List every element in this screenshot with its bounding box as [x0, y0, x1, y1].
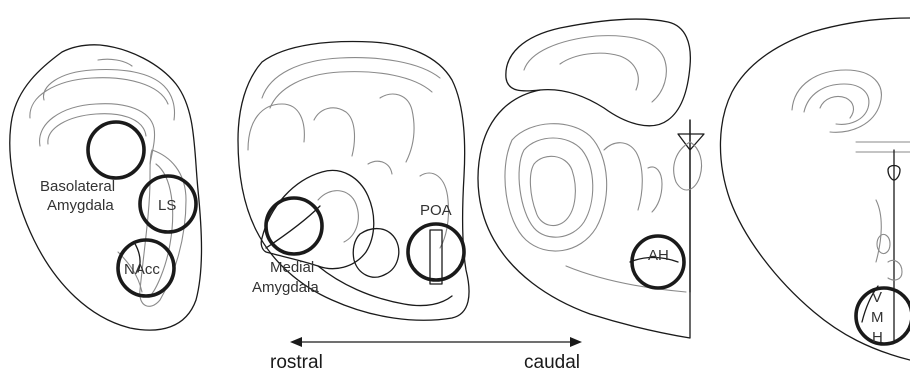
section-3-cerebellum-outline	[506, 19, 691, 126]
section-2-fold-3	[380, 94, 414, 162]
region-markers	[88, 122, 910, 344]
section-3-strip-2	[648, 167, 662, 212]
section-3-ring-inner	[530, 156, 575, 225]
section-1-cortex-line	[43, 70, 174, 120]
medial-amygdala-circle	[266, 198, 322, 254]
ls-label: LS	[158, 197, 176, 214]
medial-amygdala-diagonal	[266, 206, 320, 248]
axis-arrowhead-left	[290, 337, 302, 347]
medial-amygdala-label-line-1: Medial	[270, 259, 314, 276]
section-2-cortex-line-2	[270, 72, 432, 108]
poa-circle	[408, 224, 464, 280]
rostral-caudal-axis: rostral caudal	[270, 337, 582, 373]
section-2-fold	[248, 104, 304, 150]
basolateral-label-line-1: Basolateral	[40, 178, 115, 195]
basolateral-amygdala-circle	[88, 122, 144, 178]
vmh-label-v: V	[872, 289, 882, 306]
section-2-lower-curve	[318, 266, 452, 306]
poa-label: POA	[420, 202, 452, 219]
section-2-amygdala-complex	[261, 170, 374, 268]
section-4-hippocampus-outer	[792, 70, 881, 132]
section-4-hippocampus-middle	[804, 84, 869, 124]
medial-amygdala-label-line-2: Amygdala	[252, 279, 319, 296]
poa-bar	[430, 230, 442, 284]
section-4-hippocampus-inner	[820, 96, 853, 118]
ah-label: AH	[648, 247, 669, 264]
vmh-label-m: M	[871, 309, 884, 326]
section-4-lower-oval	[888, 260, 902, 280]
section-3	[478, 19, 704, 338]
section-3-ventral-curve	[566, 266, 686, 292]
section-3-third-ventricle	[674, 142, 702, 190]
axis-arrowhead-right	[570, 337, 582, 347]
basolateral-label-line-2: Amygdala	[47, 197, 114, 214]
vmh-label-h: H	[872, 329, 883, 346]
section-4-small-oval	[877, 234, 890, 253]
section-3-cerebellum-inner-2	[560, 53, 638, 90]
rostral-label: rostral	[270, 352, 323, 373]
section-3-cerebellum-inner	[524, 36, 666, 102]
section-3-strip	[604, 143, 642, 210]
section-3-main-outline	[478, 90, 690, 338]
section-2-amygdala-inner	[318, 191, 358, 242]
section-2-fold-4	[368, 161, 392, 174]
section-2-cortex-line	[262, 58, 440, 98]
section-1-top-groove	[98, 59, 132, 66]
section-2-fold-2	[314, 108, 354, 156]
section-2-tract	[353, 229, 399, 278]
caudal-label: caudal	[524, 352, 580, 373]
nacc-label: NAcc	[124, 261, 160, 278]
